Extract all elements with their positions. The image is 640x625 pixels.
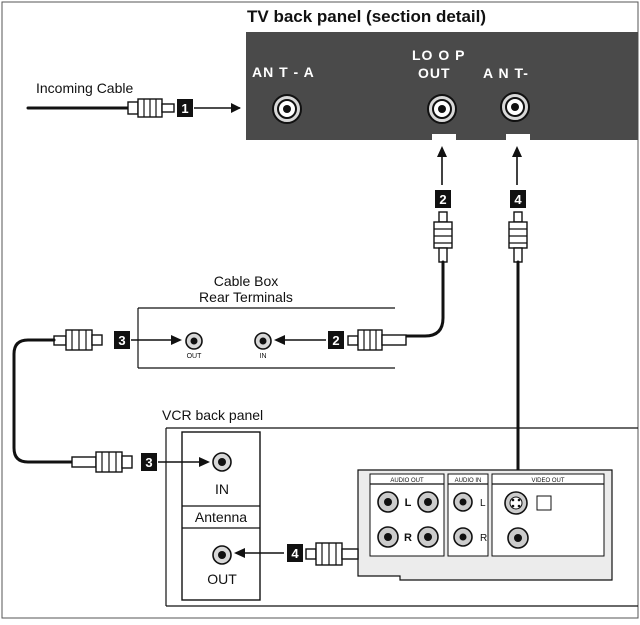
cable-box-out-connector [53,329,103,351]
vcr-in-cable [12,338,74,464]
vcr-in-connector [71,451,133,473]
step-number-2-top: 2 [439,192,446,207]
step-badge-4-vcr: 4 [287,544,303,562]
video-out-group [491,473,605,557]
step-badge-2-top: 2 [435,190,451,208]
tv-label-ant-b: A N T- [483,65,529,81]
vcr-antenna-in-jack [212,452,232,472]
cable-box-out-label: OUT [187,353,203,360]
incoming-cable [26,98,175,118]
cable-box-title-1: Cable Box [214,273,279,289]
incoming-cable-label: Incoming Cable [36,80,133,96]
step-number-4-vcr: 4 [291,546,299,561]
step-number-1: 1 [181,101,188,116]
tv-label-loop: LO O P [412,47,465,63]
tv-ant-a-jack [272,94,302,124]
arrow-to-cable-box-out [131,335,182,345]
vcr-out-label: OUT [207,571,237,587]
audio-in-label: AUDIO IN [455,478,482,484]
audio-in-right-jack [453,527,473,547]
audio-out-r-label: R [404,532,412,544]
step-badge-4-top: 4 [510,190,526,208]
video-out-label: VIDEO OUT [531,478,564,484]
audio-out-left-jack-a [377,491,399,513]
diagram-title: TV back panel (section detail) [247,7,486,26]
audio-out-label: AUDIO OUT [390,478,424,484]
loop-cable [403,260,445,338]
step-number-3-box: 3 [118,333,125,348]
audio-in-left-jack [453,492,473,512]
tv-ant-notch [506,134,530,148]
tv-label-ant-a: AN T - A [252,64,315,80]
cable-box-in-connector [347,329,407,351]
s-video-jack [504,491,528,515]
step-badge-3-box: 3 [114,331,130,349]
vcr-in-label: IN [215,481,229,497]
step-badge-1: 1 [177,99,193,117]
arrow-to-cable-box-in [274,335,326,345]
vcr-title: VCR back panel [162,407,263,423]
step-number-3-vcr: 3 [145,455,152,470]
audio-out-l-label: L [405,497,412,509]
arrow-to-vcr-out [234,548,284,558]
step-badge-2-box: 2 [328,331,344,349]
audio-out-right-jack-b [417,526,439,548]
audio-in-r-label: R [480,533,487,544]
arrow-to-vcr-in [158,457,210,467]
step-badge-3-vcr: 3 [141,453,157,471]
audio-in-l-label: L [480,498,486,509]
arrow-up-to-tv-ant [512,146,522,185]
vcr-out-connector [305,542,359,566]
cable-box-in-label: IN [260,353,267,360]
cable-box-in-jack [254,332,272,350]
audio-out-left-jack-b [417,491,439,513]
arrow-to-tv-ant [194,103,241,113]
cable-box-panel [137,307,395,369]
tv-label-out: OUT [418,65,451,81]
tv-loop-notch [432,134,456,148]
video-out-mark [536,495,552,511]
step-number-4-top: 4 [514,192,522,207]
video-out-jack [507,527,529,549]
tv-loop-out-jack [427,94,457,124]
arrow-up-to-loop-out [437,146,447,185]
vcr-antenna-out-jack [212,545,232,565]
audio-out-right-jack-a [377,526,399,548]
ant-cable-connector [508,211,528,263]
cable-box-title-2: Rear Terminals [199,289,293,305]
vcr-antenna-label: Antenna [195,509,247,525]
cable-box-out-jack [185,332,203,350]
loop-cable-connector [433,211,453,263]
tv-ant-b-jack [500,92,530,122]
step-number-2-box: 2 [332,333,339,348]
